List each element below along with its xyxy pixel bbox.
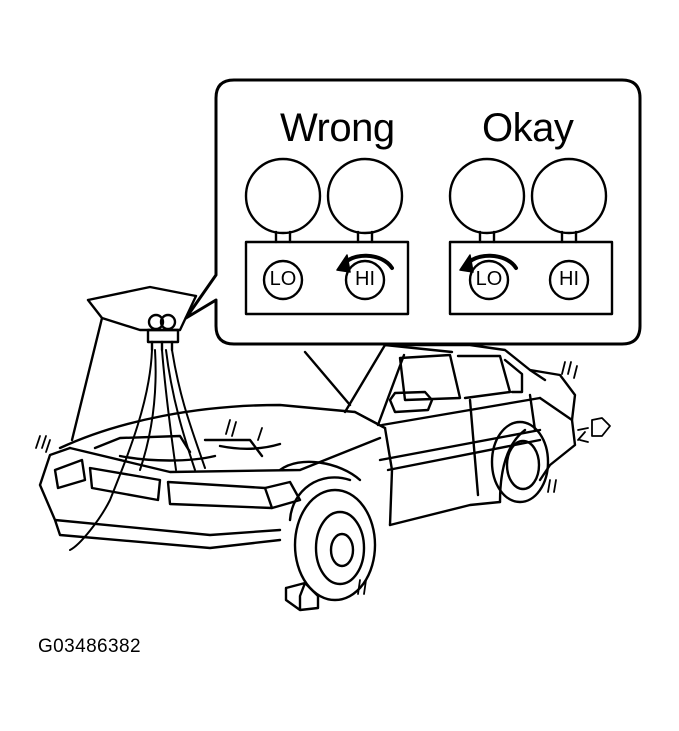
okay-manifold-body (448, 240, 614, 316)
okay-heading: Okay (482, 106, 574, 150)
front-wheel (288, 476, 377, 602)
gauge-manifold (146, 313, 180, 352)
okay-hi-label: HI (559, 268, 579, 290)
okay-hi-valve (548, 259, 590, 301)
headlight-left (53, 458, 87, 490)
car-drawing (35, 285, 611, 612)
okay-lo-label: LO (475, 268, 503, 290)
front-bumper (38, 446, 282, 550)
callout-bubble (184, 78, 642, 346)
wrong-lo-gauge (244, 157, 322, 235)
grille (88, 466, 162, 502)
vibration-marks (35, 361, 611, 595)
wrong-heading: Wrong (280, 106, 395, 150)
wrong-hi-label: HI (355, 268, 375, 290)
wrong-gauge-set (244, 157, 410, 316)
open-hood (70, 285, 198, 442)
wrong-manifold-body (244, 240, 410, 316)
wrong-lo-label: LO (269, 268, 297, 290)
headlight-right (166, 480, 274, 510)
wrong-hi-gauge (326, 157, 404, 235)
wrong-lo-valve (262, 259, 304, 301)
side-mirror (388, 390, 434, 414)
okay-gauge-set (448, 157, 614, 316)
okay-hi-gauge (530, 157, 608, 235)
wheel-chock (284, 581, 320, 612)
wrong-hi-valve (344, 259, 386, 301)
okay-lo-valve (468, 259, 510, 301)
rear-wheel (490, 420, 550, 504)
hood-prop-rod (303, 350, 352, 407)
figure-id-label: G03486382 (38, 636, 141, 657)
refrigerant-hoses (69, 349, 206, 551)
okay-lo-gauge (448, 157, 526, 235)
